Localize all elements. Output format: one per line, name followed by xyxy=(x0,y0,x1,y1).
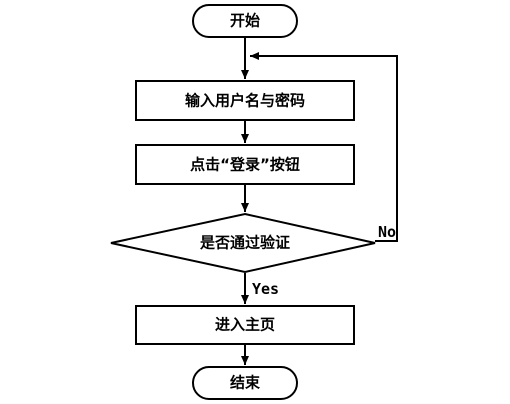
end-node-label: 结束 xyxy=(230,374,261,392)
input-credentials-step: 输入用户名与密码 xyxy=(135,80,355,121)
click-login-label: 点击“登录”按钮 xyxy=(190,156,300,174)
end-node: 结束 xyxy=(192,366,298,400)
start-node-label: 开始 xyxy=(230,12,260,30)
edge-label-yes: Yes xyxy=(252,280,279,298)
enter-home-step: 进入主页 xyxy=(135,305,355,345)
input-credentials-label: 输入用户名与密码 xyxy=(185,92,305,110)
verify-decision: 是否通过验证 xyxy=(110,212,376,274)
click-login-step: 点击“登录”按钮 xyxy=(135,144,355,185)
enter-home-label: 进入主页 xyxy=(215,316,275,334)
verify-decision-label: 是否通过验证 xyxy=(199,234,290,252)
edge-label-no: No xyxy=(378,223,396,241)
edge-verify-to-input-no xyxy=(250,52,398,242)
start-node: 开始 xyxy=(192,4,298,38)
